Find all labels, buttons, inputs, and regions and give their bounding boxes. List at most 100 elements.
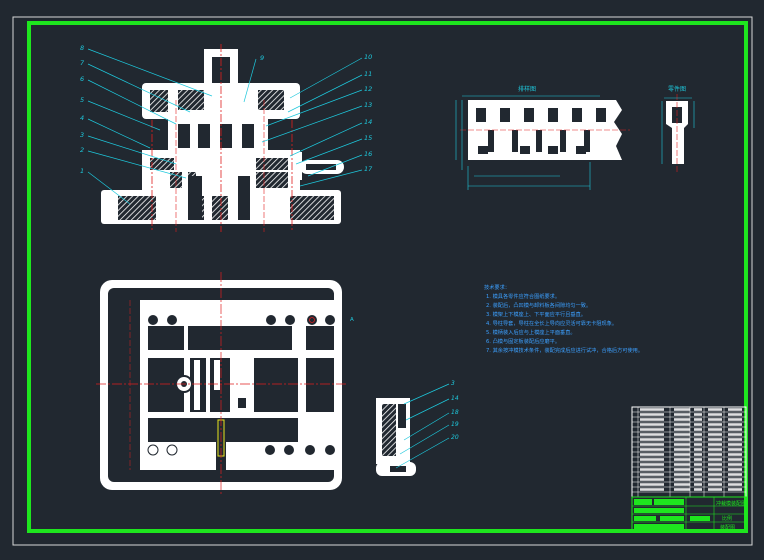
parts-list-cell-text — [728, 478, 742, 481]
parts-list — [631, 406, 747, 498]
parts-list-cell-text — [640, 478, 664, 481]
parts-list-cell-text — [728, 463, 742, 466]
section-callout-19: 19 — [451, 421, 459, 428]
parts-list-cell-text — [728, 423, 742, 426]
parts-list-cell-text — [694, 483, 702, 486]
parts-list-cell-text — [728, 438, 742, 441]
callouts-left — [87, 48, 257, 205]
parts-list-cell-text — [640, 423, 664, 426]
callout-4: 4 — [80, 114, 84, 122]
parts-list-cell-text — [728, 433, 742, 436]
callout-8: 8 — [80, 44, 84, 52]
parts-list-cell-text — [640, 488, 664, 491]
parts-list-cell-text — [694, 413, 702, 416]
parts-list-cell-text — [708, 413, 722, 416]
strip-layout: 排样图 — [455, 85, 630, 190]
parts-list-cell-text — [674, 473, 690, 476]
parts-list-cell-text — [640, 433, 664, 436]
parts-list-cell-text — [728, 468, 742, 471]
parts-list-cell-text — [708, 453, 722, 456]
parts-list-cell-text — [694, 468, 702, 471]
parts-list-cell-text — [674, 488, 690, 491]
technical-notes: 技术要求： 1. 模具各零件应符合图纸要求。 2. 装配后，凸凹模与卸料板各间隙… — [484, 283, 643, 354]
parts-list-cell-text — [674, 443, 690, 446]
parts-list-cell-text — [708, 443, 722, 446]
notes-line-5: 5. 模柄装入后应与上模座上平面垂直。 — [486, 328, 576, 336]
strip-layout-title: 排样图 — [518, 85, 536, 93]
parts-list-cell-text — [674, 438, 690, 441]
parts-list-cell-text — [728, 413, 742, 416]
parts-list-cell-text — [674, 423, 690, 426]
parts-list-cell-text — [694, 418, 702, 421]
callout-13: 13 — [364, 101, 372, 109]
parts-list-cell-text — [694, 478, 702, 481]
parts-list-cell-text — [708, 463, 722, 466]
parts-list-cell-text — [708, 473, 722, 476]
callout-1: 1 — [80, 167, 84, 175]
notes-line-7: 7. 其余按冲模技术条件，装配完成后应进行试冲，合格后方可使用。 — [486, 346, 643, 354]
outer-frame — [12, 16, 753, 546]
parts-list-cell-text — [640, 468, 664, 471]
parts-list-cell-text — [708, 438, 722, 441]
section-callout-14: 14 — [451, 395, 459, 402]
parts-list-cell-text — [640, 413, 664, 416]
parts-list-cell-text — [640, 448, 664, 451]
callout-7: 7 — [80, 59, 85, 67]
parts-list-cell-text — [640, 453, 664, 456]
parts-list-cell-text — [728, 418, 742, 421]
callout-15: 15 — [364, 134, 372, 142]
notes-heading: 技术要求： — [484, 283, 510, 291]
front-section-view — [101, 44, 344, 232]
callout-11: 11 — [364, 70, 372, 78]
parts-list-cell-text — [694, 423, 702, 426]
parts-list-cell-text — [708, 488, 722, 491]
parts-list-cell-text — [674, 453, 690, 456]
parts-list-cell-text — [674, 408, 690, 411]
parts-list-cell-text — [728, 453, 742, 456]
parts-list-cell-text — [674, 478, 690, 481]
title-block-title: 冲裁模装配图 — [716, 500, 746, 507]
section-callout-3: 3 — [451, 380, 455, 387]
title-block-scale: 比例 — [722, 515, 732, 522]
parts-list-cell-text — [694, 488, 702, 491]
parts-list-cell-text — [674, 428, 690, 431]
parts-list-cell-text — [694, 458, 702, 461]
parts-list-cell-text — [728, 408, 742, 411]
parts-list-cell-text — [728, 473, 742, 476]
parts-list-cell-text — [708, 418, 722, 421]
parts-list-cell-text — [694, 408, 702, 411]
parts-list-cell-text — [640, 428, 664, 431]
parts-list-cell-text — [708, 458, 722, 461]
parts-list-cell-text — [708, 448, 722, 451]
section-callout-18: 18 — [451, 409, 459, 416]
parts-list-cell-text — [640, 458, 664, 461]
callout-17: 17 — [364, 165, 373, 173]
parts-list-cell-text — [640, 418, 664, 421]
notes-line-6: 6. 凸模与固定板装配后应磨平。 — [486, 337, 560, 345]
parts-list-cell-text — [708, 478, 722, 481]
parts-list-cell-text — [674, 418, 690, 421]
notes-line-1: 1. 模具各零件应符合图纸要求。 — [486, 292, 560, 300]
parts-list-cell-text — [674, 433, 690, 436]
parts-list-cell-text — [728, 483, 742, 486]
parts-list-cell-text — [694, 428, 702, 431]
parts-list-cell-text — [640, 438, 664, 441]
parts-list-cell-text — [640, 483, 664, 486]
callout-14: 14 — [364, 118, 372, 126]
parts-list-cell-text — [708, 423, 722, 426]
parts-list-cell-text — [640, 443, 664, 446]
part-view-title: 零件图 — [668, 85, 686, 93]
notes-line-3: 3. 模架上下模座上、下平面应平行且垂直。 — [486, 310, 586, 318]
plan-view-tag: A — [350, 317, 354, 323]
callout-9: 9 — [260, 54, 264, 62]
parts-list-cell-text — [708, 428, 722, 431]
parts-list-cell-text — [728, 448, 742, 451]
parts-list-cell-text — [694, 438, 702, 441]
parts-list-cell-text — [728, 488, 742, 491]
notes-line-2: 2. 装配后，凸凹模与卸料板各间隙均匀一致。 — [486, 301, 591, 309]
notes-line-4: 4. 导柱导套，导柱在全长上导向应灵活可靠无卡阻现象。 — [486, 319, 617, 327]
parts-list-cell-text — [674, 458, 690, 461]
parts-list-cell-text — [694, 453, 702, 456]
parts-list-cell-text — [640, 473, 664, 476]
